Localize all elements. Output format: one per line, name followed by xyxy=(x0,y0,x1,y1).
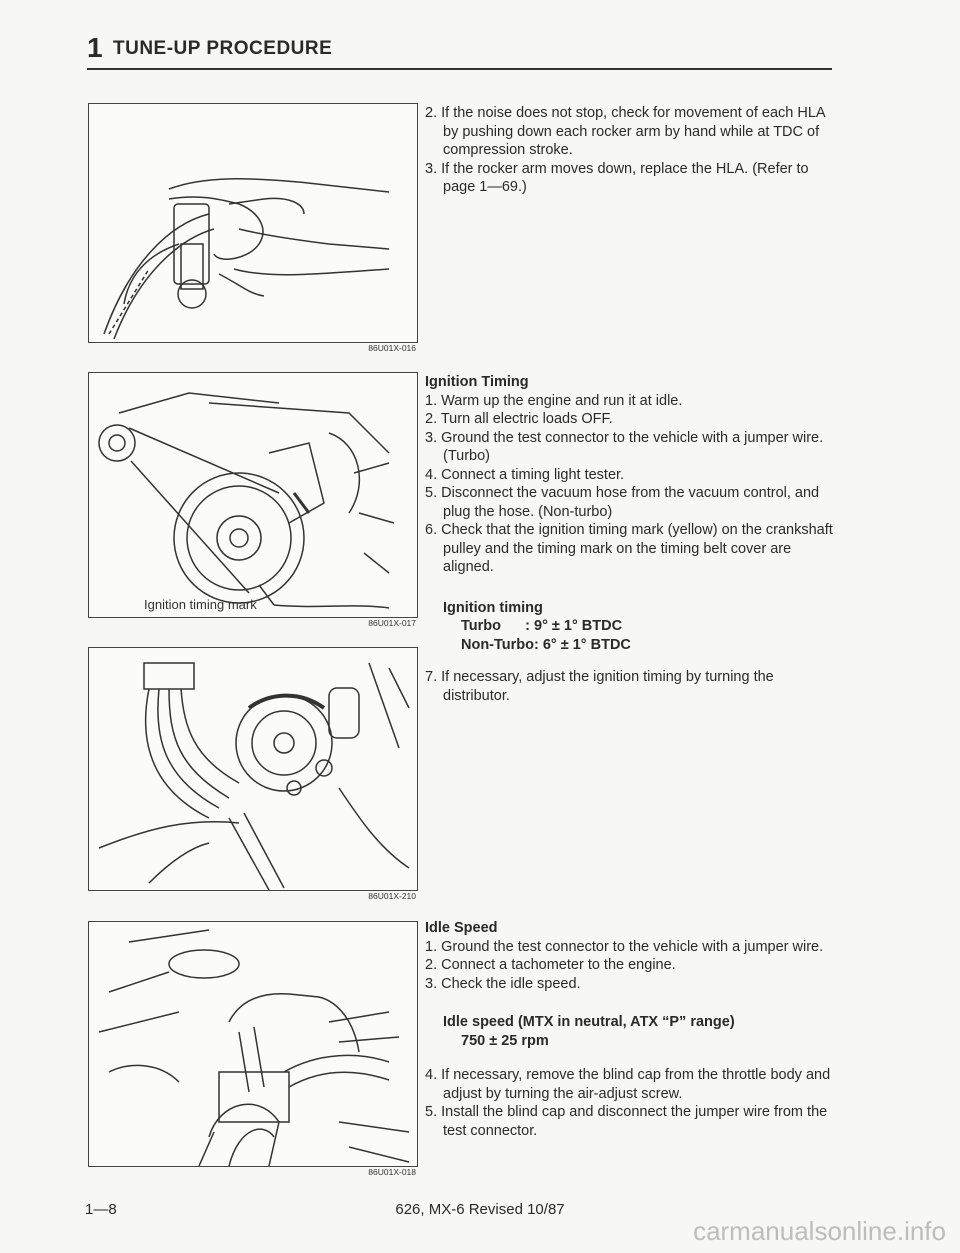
hla-step: 3. If the rocker arm moves down, replace… xyxy=(425,160,809,196)
figure-distributor xyxy=(88,647,418,891)
idle-step: 4. If necessary, remove the blind cap fr… xyxy=(425,1067,831,1102)
ignition-timing-section: Ignition Timing 1. Warm up the engine an… xyxy=(425,373,835,705)
figure-label: Ignition timing mark xyxy=(144,597,257,612)
ignition-spec-turbo: Turbo : 9° ± 1° BTDC xyxy=(461,618,623,634)
page-number: 1—8 xyxy=(85,1201,117,1218)
figure-rocker-arm xyxy=(88,103,418,343)
page-header: 1 TUNE-UP PROCEDURE xyxy=(87,30,832,70)
ignition-spec-title: Ignition timing xyxy=(443,599,543,616)
ignition-step: 5. Disconnect the vacuum hose from the v… xyxy=(425,485,820,520)
figure-code: 86U01X-016 xyxy=(368,343,416,353)
distributor-illustration xyxy=(98,662,410,890)
idle-spec-value: 750 ± 25 rpm xyxy=(461,1032,549,1049)
rocker-arm-illustration xyxy=(103,178,390,340)
figure-timing-mark: Ignition timing mark xyxy=(88,372,418,618)
hla-steps: 2. If the noise does not stop, check for… xyxy=(425,104,835,197)
ignition-heading: Ignition Timing xyxy=(425,374,529,390)
ignition-step: 6. Check that the ignition timing mark (… xyxy=(425,522,833,575)
figure-code: 86U01X-017 xyxy=(368,618,416,628)
figure-throttle-body xyxy=(88,921,418,1167)
idle-speed-section: Idle Speed 1. Ground the test connector … xyxy=(425,919,835,1140)
figure-code: 86U01X-018 xyxy=(368,1167,416,1177)
idle-spec-title: Idle speed (MTX in neutral, ATX “P” rang… xyxy=(443,1014,735,1030)
watermark: carmanualsonline.info xyxy=(693,1216,946,1246)
ignition-step-7: 7. If necessary, adjust the ignition tim… xyxy=(425,669,774,704)
ignition-spec: Ignition timing Turbo : 9° ± 1° BTDC Non… xyxy=(443,599,835,655)
idle-step: 3. Check the idle speed. xyxy=(425,975,581,992)
idle-step: 2. Connect a tachometer to the engine. xyxy=(425,957,676,973)
timing-mark-illustration: Ignition timing mark xyxy=(98,392,395,612)
ignition-step: 3. Ground the test connector to the vehi… xyxy=(425,429,824,465)
ignition-step: 1. Warm up the engine and run it at idle… xyxy=(425,392,683,409)
idle-heading: Idle Speed xyxy=(425,920,498,936)
ignition-spec-nonturbo: Non-Turbo: 6° ± 1° BTDC xyxy=(461,636,631,653)
ignition-step: 2. Turn all electric loads OFF. xyxy=(425,411,613,427)
figure-code: 86U01X-210 xyxy=(368,891,416,901)
section-number: 1 xyxy=(87,32,103,63)
header-rule xyxy=(87,68,832,70)
hla-step: 2. If the noise does not stop, check for… xyxy=(425,105,825,158)
idle-step: 5. Install the blind cap and disconnect … xyxy=(425,1104,828,1139)
edition-label: 626, MX-6 Revised 10/87 xyxy=(395,1201,565,1218)
idle-step: 1. Ground the test connector to the vehi… xyxy=(425,938,824,955)
ignition-step: 4. Connect a timing light tester. xyxy=(425,466,625,483)
throttle-body-illustration xyxy=(98,929,410,1166)
section-title: TUNE-UP PROCEDURE xyxy=(113,38,333,59)
idle-spec: Idle speed (MTX in neutral, ATX “P” rang… xyxy=(443,1013,835,1050)
